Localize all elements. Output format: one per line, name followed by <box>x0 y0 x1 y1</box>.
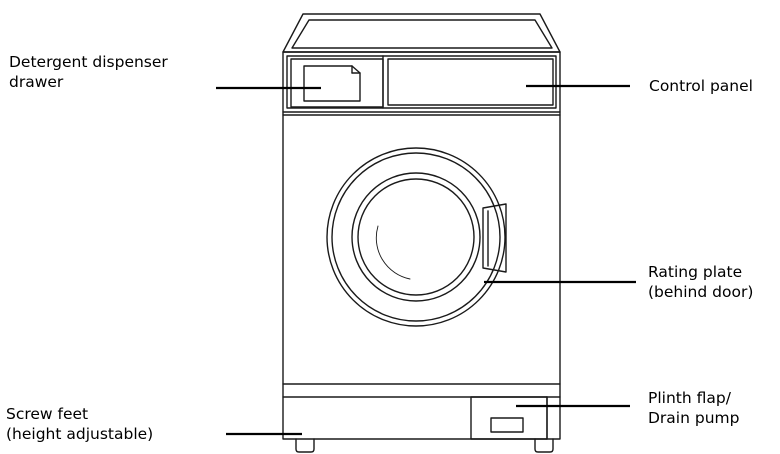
machine-top <box>282 13 561 53</box>
label-control-panel: Control panel <box>649 77 753 95</box>
label-plinth-flap: Plinth flap/ Drain pump <box>648 389 740 427</box>
screw-feet <box>295 438 554 453</box>
label-screw-feet: Screw feet (height adjustable) <box>6 405 154 443</box>
door <box>326 147 507 327</box>
control-panel <box>387 58 554 106</box>
label-detergent-dispenser: Detergent dispenser drawer <box>9 53 168 91</box>
detergent-drawer <box>290 55 384 109</box>
label-rating-plate: Rating plate (behind door) <box>648 263 754 301</box>
machine-cabinet <box>282 51 561 440</box>
plinth <box>282 383 561 440</box>
